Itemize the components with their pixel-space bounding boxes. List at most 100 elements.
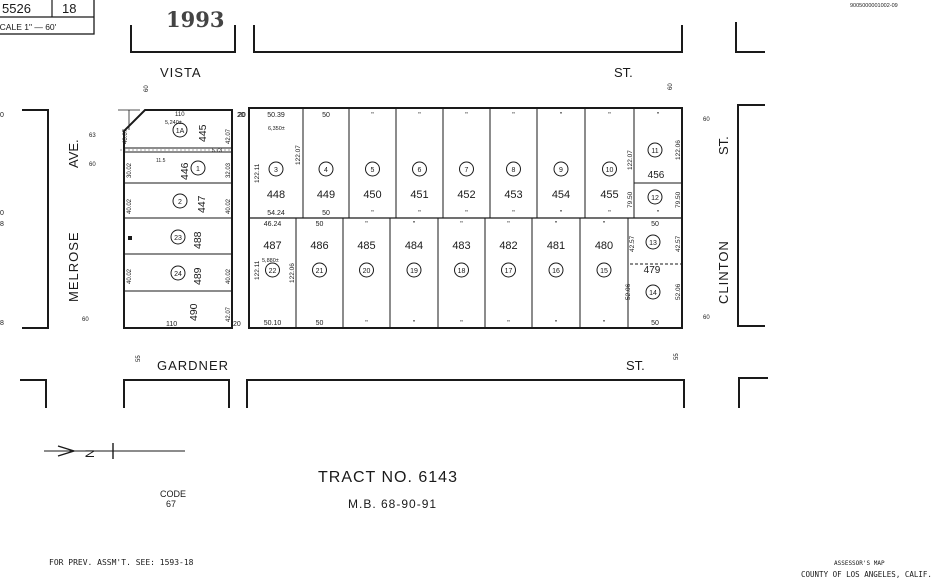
dimension: " — [603, 221, 606, 228]
dimension: " — [560, 210, 563, 217]
dimension: 50 — [316, 221, 324, 228]
lot-number-circle — [548, 262, 564, 278]
left-block: 110 110 20 5,240± 5.73 11.5 40.07 30.02 … — [118, 109, 245, 329]
lot-number: 4 — [324, 167, 328, 174]
parcel-number: 486 — [310, 240, 328, 252]
lot-number: 17 — [505, 268, 513, 275]
dimension: 20 — [233, 321, 241, 328]
lot-number-circle — [318, 161, 334, 177]
parcel-number: 453 — [504, 189, 522, 201]
lot-number: 5 — [371, 167, 375, 174]
dimension: " — [608, 210, 611, 217]
lot-number: 7 — [465, 167, 469, 174]
street-vista: VISTA — [160, 65, 202, 80]
parcel-number: 480 — [595, 240, 613, 252]
dimension: 58 — [0, 221, 4, 228]
lot-number-circle — [412, 161, 427, 177]
lot-number-circle — [501, 262, 516, 278]
lot-number: 16 — [552, 268, 560, 275]
dimension: 122.06 — [675, 140, 682, 160]
lot-number: 18 — [458, 268, 466, 275]
lot-number: 10 — [606, 167, 614, 174]
parcel-number: 479 — [644, 265, 661, 276]
parcel-number: 487 — [263, 240, 281, 252]
north-arrow-letter: N — [83, 449, 97, 458]
dimension: " — [555, 320, 558, 327]
parcel-number: 484 — [405, 240, 423, 252]
dimension: 20 — [237, 112, 245, 119]
lot-labels: 3448444954506451745284539454104554872248… — [263, 142, 665, 300]
lot-number-circle — [602, 161, 617, 177]
lot-number-circle — [170, 229, 186, 245]
dimension: 110 — [175, 112, 185, 118]
lot-number-circle — [170, 265, 186, 281]
street-width: 55 — [136, 355, 142, 362]
street-labels: VISTA ST. GARDNER ST. MELROSE AVE. CLINT… — [66, 65, 731, 373]
parcel-number: 489 — [192, 267, 204, 285]
parcel-number: 450 — [363, 189, 381, 201]
street-width: 60 — [668, 83, 674, 90]
lot-number: 9 — [559, 167, 563, 174]
lot-number-circle — [596, 262, 612, 278]
dimension: 50.10 — [264, 320, 282, 327]
dimension: " — [460, 221, 463, 228]
dimension: 79.50 — [675, 191, 682, 208]
parcel-number: 445 — [197, 124, 209, 142]
tract-number: TRACT NO. 6143 — [318, 469, 458, 486]
map-page-number: 18 — [62, 1, 76, 16]
main-block: 20 20 6,350± 5,880± 50.3950"""""""5054.2… — [0, 107, 683, 329]
street-clinton: CLINTON — [716, 240, 731, 304]
street-clinton-st: ST. — [716, 136, 731, 155]
previous-assessment: FOR PREV. ASSM'T. SEE: 1593-18 — [49, 558, 194, 567]
lot-lines — [295, 108, 635, 328]
dimension: 40.07 — [123, 128, 129, 144]
dimension: 50 — [651, 320, 659, 327]
dimension: 42.57 — [629, 235, 636, 252]
parcel-number: 455 — [600, 189, 618, 201]
area-note: 6,350± — [268, 126, 285, 132]
dimension: 32.03 — [226, 162, 232, 178]
dimension: 46.24 — [264, 221, 282, 228]
lot-number: 6 — [418, 167, 422, 174]
parcel-number: 482 — [499, 240, 517, 252]
dimension: 42.07 — [226, 306, 232, 322]
dimension: 50 — [0, 210, 4, 217]
lot-number-circle — [172, 122, 188, 138]
street-width: 60 — [703, 117, 710, 123]
dimension: 40.02 — [226, 198, 232, 214]
dimension: 122.07 — [627, 150, 634, 170]
parcel-number: 446 — [179, 162, 191, 180]
lot-number: 13 — [649, 240, 657, 247]
parcel-number: 452 — [457, 189, 475, 201]
dimension: 52.06 — [625, 283, 632, 300]
parcel-number: 456 — [648, 170, 665, 181]
parcel-number: 490 — [188, 303, 200, 321]
lot-number: 2 — [178, 199, 182, 206]
parcel-number: 485 — [357, 240, 375, 252]
dimension: " — [608, 112, 611, 119]
dimension: 54.24 — [267, 210, 285, 217]
lot-number: 19 — [410, 268, 418, 275]
dimension: " — [507, 221, 510, 228]
dimension: 40.02 — [127, 198, 133, 214]
dimension: " — [555, 221, 558, 228]
dimension: 50 — [322, 210, 330, 217]
dimension: " — [413, 221, 416, 228]
dimension: " — [413, 320, 416, 327]
lot-dimensions: 50.3950"""""""5054.2450"""""""5046.2450"… — [0, 112, 682, 327]
area-note: 5.73 — [212, 148, 222, 154]
dimension: " — [512, 112, 515, 119]
area-note: 11.5 — [156, 158, 166, 164]
parcel-number: 454 — [552, 189, 570, 201]
dimension: 122.07 — [295, 145, 302, 165]
dimension: " — [371, 112, 374, 119]
dimension: " — [512, 210, 515, 217]
map-book-reference: M.B. 68-90-91 — [348, 497, 437, 511]
lot-number-circle — [506, 161, 521, 177]
dimension: 52.06 — [675, 283, 682, 300]
lot-number-circle — [190, 160, 206, 176]
dimension: 42.07 — [226, 128, 232, 144]
